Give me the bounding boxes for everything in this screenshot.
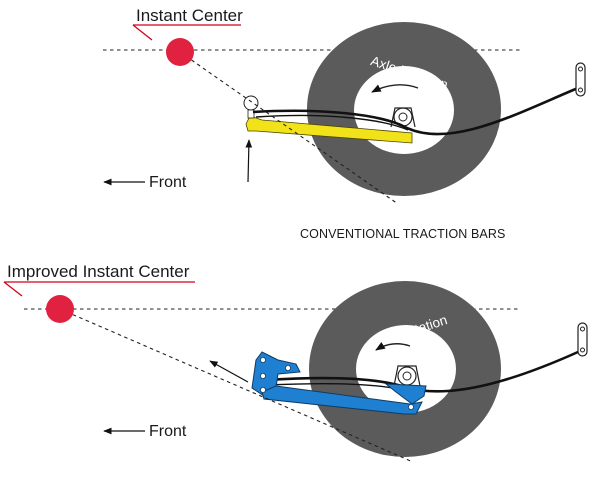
top-panel: Axle Rotation Instant Center (103, 6, 586, 241)
improved-instant-center-label: Improved Instant Center (7, 262, 190, 281)
improved-instant-center-dot (46, 295, 74, 323)
curved-arrow-icon (375, 342, 411, 351)
spring-shackle-icon (575, 62, 586, 97)
snubber-top (243, 95, 259, 111)
callout-underline-top (132, 24, 241, 41)
improved-traction-bar (251, 351, 427, 415)
instant-center-label: Instant Center (136, 6, 243, 25)
axle-housing-bottom (393, 365, 421, 387)
spring-shackle-icon (577, 322, 588, 357)
leaf-spring-top (252, 86, 579, 136)
instant-center-dot (166, 38, 194, 66)
instant-center-line-bottom (59, 308, 414, 463)
front-label-bottom: Front (149, 423, 187, 440)
up-arrow-icon (245, 139, 253, 183)
front-label-top: Front (149, 174, 187, 191)
diagram-caption: CONVENTIONAL TRACTION BARS (300, 227, 505, 241)
arrow-to-center-icon (209, 360, 249, 383)
curved-arrow-icon (371, 84, 419, 93)
bottom-panel: Axle Rotation (3, 262, 588, 463)
callout-underline-bottom (3, 281, 195, 297)
instant-center-line-top (179, 51, 399, 205)
